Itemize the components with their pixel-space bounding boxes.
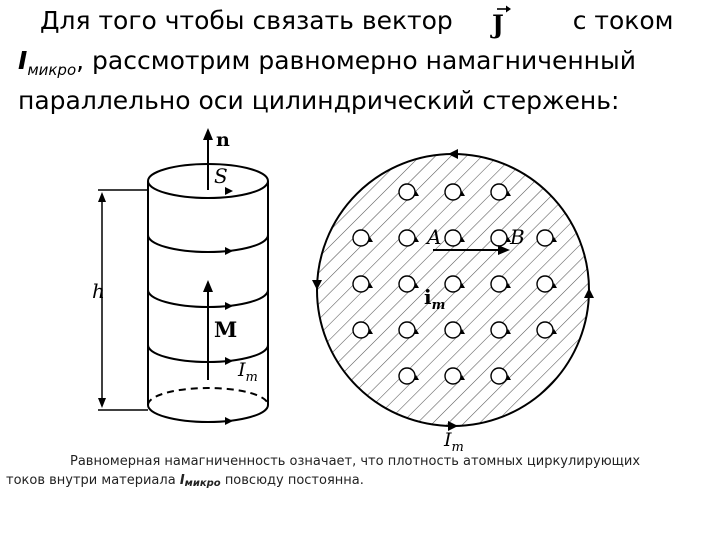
atomic-loop-arrow: [505, 329, 511, 334]
atomic-loop: [536, 321, 554, 339]
atomic-loop-arrow: [367, 237, 373, 242]
caption-line-2-start: токов внутри материала: [6, 473, 176, 488]
atomic-loop-arrow: [459, 283, 465, 288]
atomic-loop: [444, 183, 462, 201]
loop-arrow-2: [225, 302, 233, 310]
atomic-loop-arrow: [459, 329, 465, 334]
atomic-loop-arrow: [459, 375, 465, 380]
atomic-loop-arrow: [413, 329, 419, 334]
atomic-loop-arrow: [413, 237, 419, 242]
cylinder-bottom-front: [147, 404, 269, 423]
atomic-loop-arrow: [459, 237, 465, 242]
intro-line-2-rest: , рассмотрим равномерно намагниченный: [76, 46, 637, 75]
atomic-loop-arrow: [551, 283, 557, 288]
atomic-loop-arrow: [413, 283, 419, 288]
atomic-loop-arrow: [413, 191, 419, 196]
atomic-current-loops: [352, 183, 557, 385]
caption-line-2-end: повсюду постоянна.: [224, 473, 364, 488]
current-subscript: микро: [27, 61, 77, 79]
label-A: A: [425, 225, 441, 249]
normal-vector: n: [203, 128, 230, 190]
atomic-loop: [444, 321, 462, 339]
vector-j-letter: J: [490, 10, 504, 39]
atomic-loop-arrow: [505, 375, 511, 380]
ab-segment: A B: [425, 225, 525, 255]
caption-current-symbol: I: [179, 473, 185, 488]
label-Im-cylinder: Im: [237, 359, 258, 385]
loop-arrow-bottom: [225, 417, 233, 425]
caption-line-2: токов внутри материала Iмикро повсюду по…: [6, 472, 364, 493]
intro-line-1-end: с током: [572, 6, 674, 35]
label-Im-disk: Im: [443, 429, 464, 455]
boundary-arrow-top: [448, 149, 458, 159]
boundary-arrow-bottom: [448, 421, 458, 431]
caption-line-1: Равномерная намагниченность означает, чт…: [70, 454, 641, 469]
label-M: M: [214, 317, 237, 342]
height-dimension: [98, 189, 148, 411]
magnetization-vector: M: [203, 280, 237, 380]
label-im-density: im: [424, 285, 445, 313]
atomic-loop-arrow: [505, 283, 511, 288]
atomic-loop-arrow: [413, 375, 419, 380]
atomic-loop: [398, 275, 416, 293]
atomic-loop: [444, 229, 462, 247]
atomic-loop: [398, 321, 416, 339]
atomic-loop: [398, 183, 416, 201]
boundary-arrow-left: [312, 280, 322, 290]
atomic-loop: [536, 229, 554, 247]
atomic-loop-arrow: [551, 237, 557, 242]
loop-arrow-3: [225, 357, 233, 365]
cylinder-bottom-back: [147, 387, 269, 406]
atomic-loop: [490, 367, 508, 385]
caption-current-subscript: микро: [184, 478, 221, 489]
loop-arrow-1: [225, 247, 233, 255]
atomic-loop-arrow: [367, 329, 373, 334]
intro-line-3: параллельно оси цилиндрический стержень:: [18, 86, 620, 115]
atomic-loop: [352, 275, 370, 293]
vector-j-symbol: J: [490, 5, 511, 39]
atomic-loop: [352, 321, 370, 339]
atomic-loop: [398, 229, 416, 247]
label-h: h: [92, 279, 105, 303]
atomic-loop-arrow: [367, 283, 373, 288]
label-n: n: [216, 129, 230, 151]
intro-line-1: Для того чтобы связать вектор с током: [40, 6, 674, 36]
label-B: B: [509, 225, 525, 249]
atomic-loop: [352, 229, 370, 247]
atomic-loop: [536, 275, 554, 293]
loop-arrowheads: [225, 187, 233, 425]
atomic-loop-arrow: [505, 191, 511, 196]
intro-line-1-start: Для того чтобы связать вектор: [40, 6, 453, 35]
loop-arrow-top: [225, 187, 233, 195]
boundary-arrow-right: [584, 288, 594, 298]
atomic-loop-arrow: [459, 191, 465, 196]
atomic-loop: [490, 183, 508, 201]
current-loop-1: [147, 234, 269, 253]
atomic-loop: [444, 367, 462, 385]
atomic-loop: [444, 275, 462, 293]
label-S: S: [214, 164, 228, 188]
atomic-loop: [490, 229, 508, 247]
atomic-loop: [490, 321, 508, 339]
atomic-loop: [490, 275, 508, 293]
atomic-loop-arrow: [505, 237, 511, 242]
atomic-loop-arrow: [551, 329, 557, 334]
atomic-loop: [398, 367, 416, 385]
intro-line-2: Iмикро, рассмотрим равномерно намагничен…: [18, 46, 636, 85]
current-symbol: I: [18, 46, 28, 75]
